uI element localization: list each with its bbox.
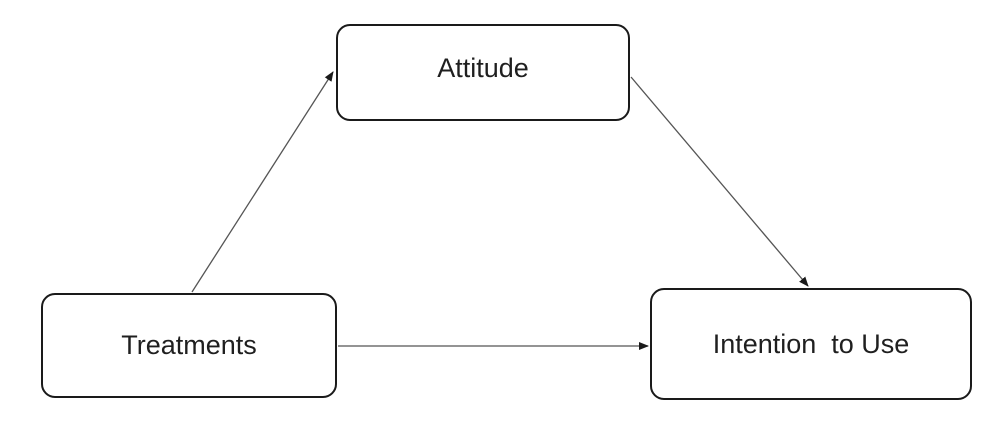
node-treatments-label: Treatments: [121, 330, 257, 360]
edge-treatments-to-attitude: [191, 71, 334, 293]
node-intention-to-use: Intention to Use: [650, 288, 972, 400]
node-attitude-label: Attitude: [437, 53, 529, 83]
node-treatments: Treatments: [41, 293, 337, 398]
node-attitude: Attitude: [336, 24, 630, 121]
node-intention-to-use-label: Intention to Use: [712, 328, 910, 359]
edge-attitude-to-intention: [630, 76, 809, 287]
